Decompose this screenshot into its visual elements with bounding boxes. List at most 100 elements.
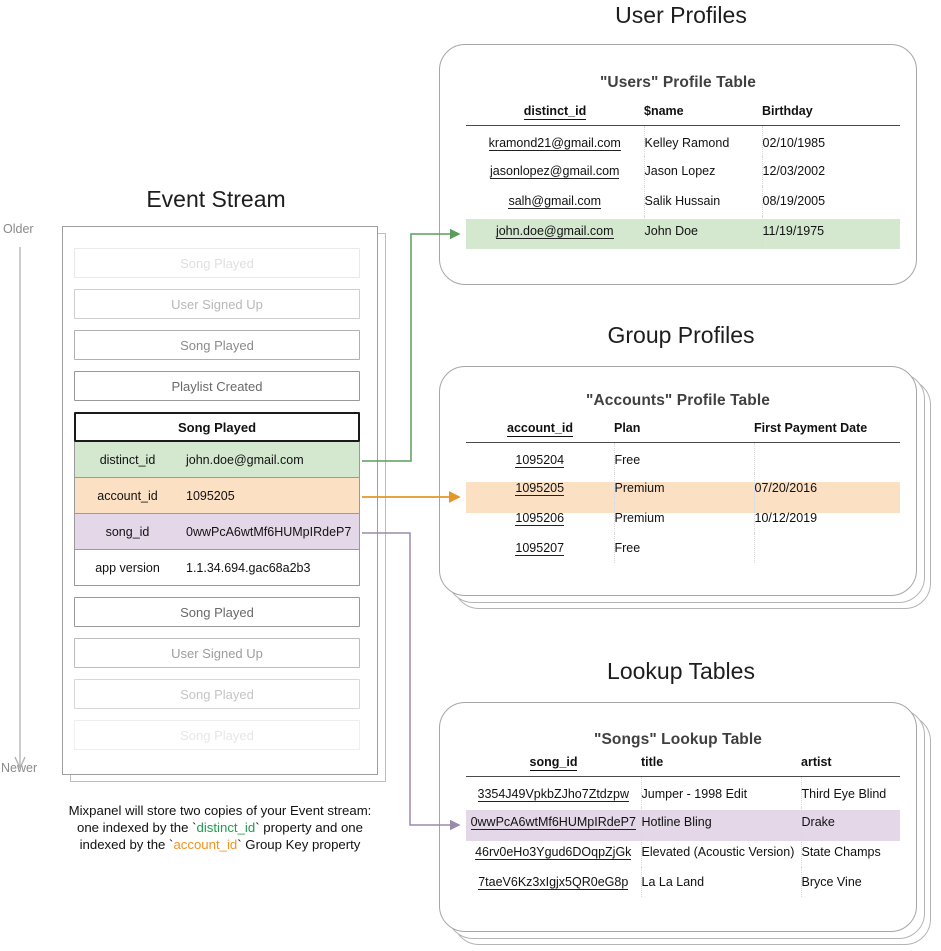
lookup-tables-title: Lookup Tables	[607, 658, 755, 684]
songs-table-title: "Songs" Lookup Table	[594, 731, 762, 748]
accounts-header-1: Plan	[614, 421, 641, 435]
songs-header-0: song_id	[529, 755, 578, 771]
users-cell-1-2: 12/03/2002	[762, 163, 826, 178]
axis-label-older: Older	[3, 222, 34, 236]
event-property-account_id[interactable]: account_id 1095205	[74, 478, 360, 514]
songs-cell-3-2: Bryce Vine	[801, 874, 862, 889]
songs-cell-0-0: 3354J49VpkbZJho7Ztdzpw	[466, 776, 642, 807]
property-key: app version	[95, 560, 160, 575]
accounts-header-0: account_id	[507, 421, 573, 437]
users-cell-3-0: john.doe@gmail.com	[466, 215, 645, 246]
event-label: User Signed Up	[171, 645, 263, 661]
users-cell-1-0: jasonlopez@gmail.com	[466, 155, 645, 186]
accounts-header-2: First Payment Date	[754, 421, 868, 435]
accounts-cell-2-1: Premium	[614, 502, 755, 533]
songs-cell-1-2: Drake	[801, 814, 835, 829]
songs-cell-1-0: 0wwPcA6wtMf6HUMpIRdeP7	[466, 806, 642, 837]
property-value: 0wwPcA6wtMf6HUMpIRdeP7	[186, 524, 352, 539]
accounts-cell-2-0: 1095206	[466, 502, 615, 533]
event-card-8[interactable]: Song Played	[74, 720, 360, 750]
caption-line-3: indexed by the `account_id` Group Key pr…	[79, 837, 361, 852]
event-card-7[interactable]: Song Played	[74, 679, 360, 709]
users-cell-0-0: kramond21@gmail.com	[466, 125, 645, 156]
accounts-cell-1-1: Premium	[614, 472, 755, 503]
users-cell-2-0: salh@gmail.com	[466, 185, 645, 216]
accounts-cell-0-2	[754, 443, 900, 473]
accounts-cell-3-0: 1095207	[466, 532, 615, 563]
event-property-song_id[interactable]: song_id 0wwPcA6wtMf6HUMpIRdeP7	[74, 514, 360, 550]
songs-lookup-table: song_id title artist 3354J49VpkbZJho7Ztdzpw…	[466, 755, 900, 897]
event-label: Song Played	[177, 419, 257, 435]
event-label: User Signed Up	[171, 296, 263, 312]
songs-cell-0-1: Jumper - 1998 Edit	[641, 776, 802, 807]
caption-line-2: one indexed by the `distinct_id` propert…	[77, 820, 363, 835]
property-key: account_id	[97, 488, 158, 503]
event-label: Song Played	[180, 686, 254, 702]
property-value: john.doe@gmail.com	[186, 452, 304, 467]
event-label: Song Played	[180, 604, 254, 620]
event-label: Song Played	[180, 727, 254, 743]
event-property-distinct_id[interactable]: distinct_id john.doe@gmail.com	[74, 442, 360, 478]
songs-cell-0-2: Third Eye Blind	[801, 786, 887, 801]
songs-cell-2-1: Elevated (Acoustic Version)	[641, 836, 802, 867]
accounts-cell-3-2	[754, 533, 900, 563]
users-table-title: "Users" Profile Table	[599, 74, 757, 91]
users-cell-2-2: 08/19/2005	[762, 193, 826, 208]
users-header-1: $name	[644, 104, 684, 118]
users-cell-3-2: 11/19/1975	[762, 223, 825, 238]
group-profiles-title: Group Profiles	[607, 322, 755, 348]
caption-account-id-key: account_id	[173, 837, 238, 852]
users-cell-1-1: Jason Lopez	[644, 155, 763, 186]
songs-cell-3-1: La La Land	[641, 866, 802, 897]
users-header-2: Birthday	[762, 104, 813, 118]
diagram-caption: Mixpanel will store two copies of your E…	[40, 802, 400, 853]
event-card-1[interactable]: User Signed Up	[74, 289, 360, 319]
property-value: 1095205	[186, 488, 235, 503]
songs-cell-3-0: 7taeV6Kz3xIgjx5QR0eG8p	[466, 866, 642, 897]
users-cell-0-1: Kelley Ramond	[644, 125, 763, 156]
event-stream-title: Event Stream	[146, 186, 286, 212]
event-card-4[interactable]: Song Played	[74, 412, 360, 442]
accounts-table-title: "Accounts" Profile Table	[586, 392, 770, 409]
accounts-cell-1-2: 07/20/2016	[754, 480, 818, 495]
songs-header-2: artist	[801, 755, 832, 769]
songs-cell-2-0: 46rv0eHo3Ygud6DOqpZjGk	[466, 836, 642, 867]
event-label: Song Played	[180, 255, 254, 271]
songs-cell-1-1: Hotline Bling	[641, 806, 802, 837]
property-key: distinct_id	[99, 452, 156, 467]
songs-header-1: title	[641, 755, 664, 769]
event-card-5[interactable]: Song Played	[74, 597, 360, 627]
event-card-2[interactable]: Song Played	[74, 330, 360, 360]
users-cell-3-1: John Doe	[644, 215, 763, 246]
accounts-cell-0-0: 1095204	[466, 442, 615, 473]
users-header-0: distinct_id	[523, 104, 587, 120]
event-card-6[interactable]: User Signed Up	[74, 638, 360, 668]
caption-line-1: Mixpanel will store two copies of your E…	[68, 803, 372, 818]
property-key: song_id	[105, 524, 150, 539]
accounts-cell-3-1: Free	[614, 532, 755, 563]
users-cell-0-2: 02/10/1985	[762, 135, 826, 150]
event-label: Playlist Created	[171, 378, 263, 394]
accounts-cell-2-2: 10/12/2019	[754, 510, 818, 525]
event-label: Song Played	[180, 337, 254, 353]
event-card-0[interactable]: Song Played	[74, 248, 360, 278]
event-card-3[interactable]: Playlist Created	[74, 371, 360, 401]
accounts-cell-1-0: 1095205	[466, 472, 615, 503]
caption-distinct-id-key: distinct_id	[196, 820, 256, 835]
